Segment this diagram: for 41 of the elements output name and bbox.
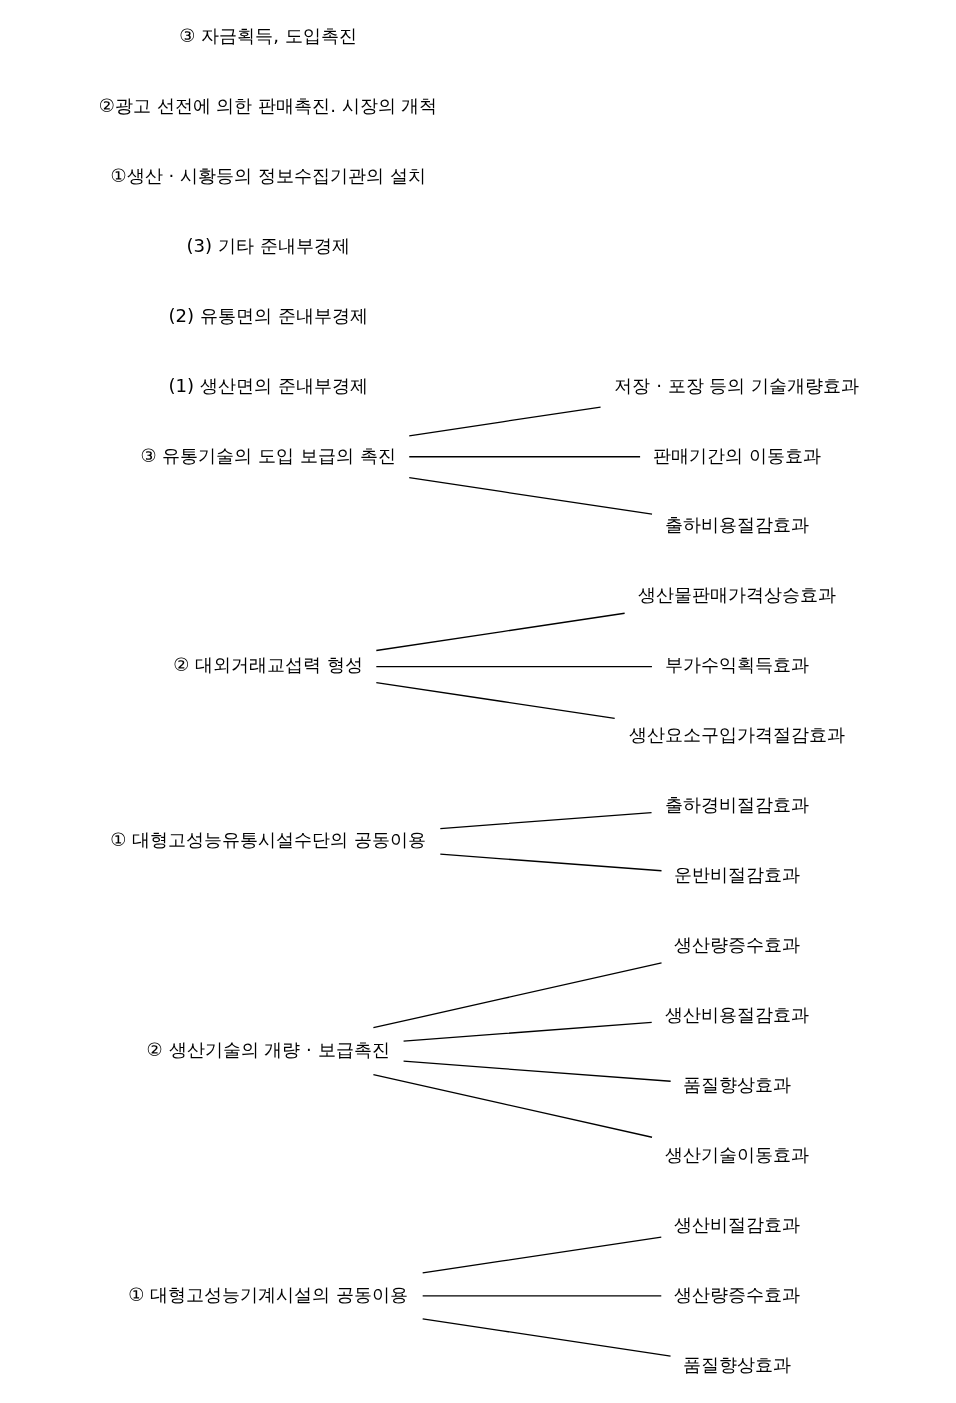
connector bbox=[421, 1318, 671, 1357]
node-text: 출하경비절감효과 bbox=[664, 794, 809, 816]
node-text: 생산요소구입가격절감효과 bbox=[628, 724, 845, 746]
node-text: 판매기간의 이동효과 bbox=[652, 444, 821, 466]
connector bbox=[375, 612, 625, 652]
connector bbox=[408, 477, 653, 515]
connector bbox=[421, 1295, 662, 1297]
connector bbox=[372, 1073, 653, 1138]
connector bbox=[421, 1236, 662, 1274]
node-text: 생산비절감효과 bbox=[673, 1213, 800, 1235]
connector bbox=[372, 962, 662, 1029]
node-text: 운반비절감효과 bbox=[673, 864, 800, 886]
node-text: 생산기술이동효과 bbox=[664, 1143, 809, 1165]
node-text: ③ 유통기술의 도입 보급의 촉진 bbox=[139, 444, 396, 466]
node-text: 품질향상효과 bbox=[682, 1073, 791, 1095]
node-text: 생산량증수효과 bbox=[673, 934, 800, 956]
connector bbox=[408, 456, 641, 458]
node-text: ② 대외거래교섭력 형성 bbox=[172, 654, 363, 676]
node-text: 생산물판매가격상승효과 bbox=[637, 584, 836, 606]
label: (1) 생산면의 준내부경제 bbox=[167, 374, 368, 396]
connector bbox=[439, 812, 652, 830]
node-text: 출하비용절감효과 bbox=[664, 514, 809, 536]
node-text: 생산비용절감효과 bbox=[664, 1003, 809, 1025]
label: (2) 유통면의 준내부경제 bbox=[167, 304, 368, 326]
node-text: 부가수익획득효과 bbox=[664, 654, 809, 676]
label: (3) 기타 준내부경제 bbox=[185, 234, 350, 256]
connector bbox=[375, 681, 615, 719]
connector bbox=[402, 1021, 652, 1042]
connector bbox=[408, 406, 601, 437]
node-text: ① 대형고성능기계시설의 공동이용 bbox=[127, 1283, 408, 1305]
connector bbox=[402, 1060, 671, 1082]
label: ②광고 선전에 의한 판매촉진. 시장의 개척 bbox=[98, 94, 437, 116]
connector bbox=[375, 665, 653, 668]
node-text: ② 생산기술의 개량 · 보급촉진 bbox=[146, 1038, 390, 1060]
label: ①생산 · 시황등의 정보수집기관의 설치 bbox=[110, 164, 426, 186]
node-text: ① 대형고성능유통시설수단의 공동이용 bbox=[109, 829, 426, 851]
connector bbox=[439, 853, 662, 872]
node-text: 저장 · 포장 등의 기술개량효과 bbox=[613, 374, 859, 396]
node-text: 생산량증수효과 bbox=[673, 1283, 800, 1305]
label: ③ 자금획득, 도입촉진 bbox=[178, 24, 357, 46]
node-text: 품질향상효과 bbox=[682, 1353, 791, 1375]
